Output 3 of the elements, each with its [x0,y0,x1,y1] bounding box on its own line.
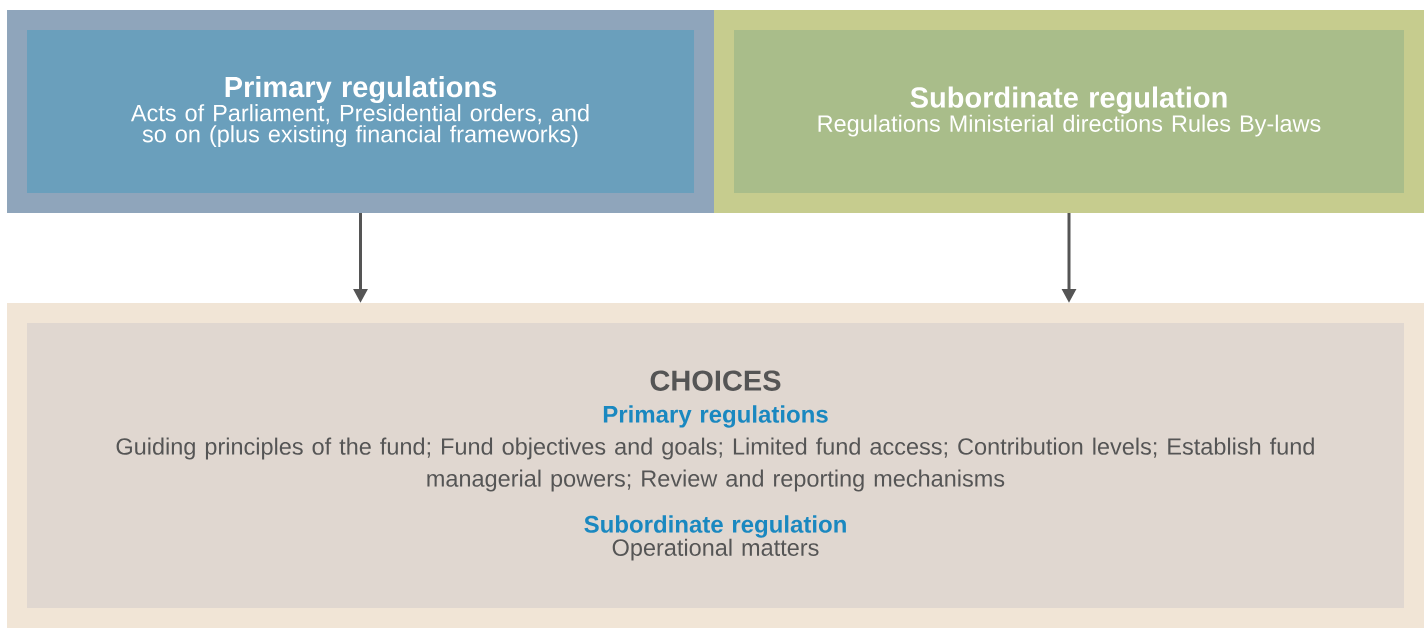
regulation-box: Subordinate regulation Regulations Ministerial directions Rules By-laws [714,10,1424,213]
choices-box: CHOICES Primary regulations Guiding principles of the fund; Fund objectives and goals; Limited fund access; Contribution levels; Establish fund managerial powers; Review and reporting mechanisms Subordinate regulation Operational matters [7,303,1424,628]
regulation-box: Primary regulations Acts of Parliament, Presidential orders, and so on (plus existing financial frameworks) [7,10,714,213]
